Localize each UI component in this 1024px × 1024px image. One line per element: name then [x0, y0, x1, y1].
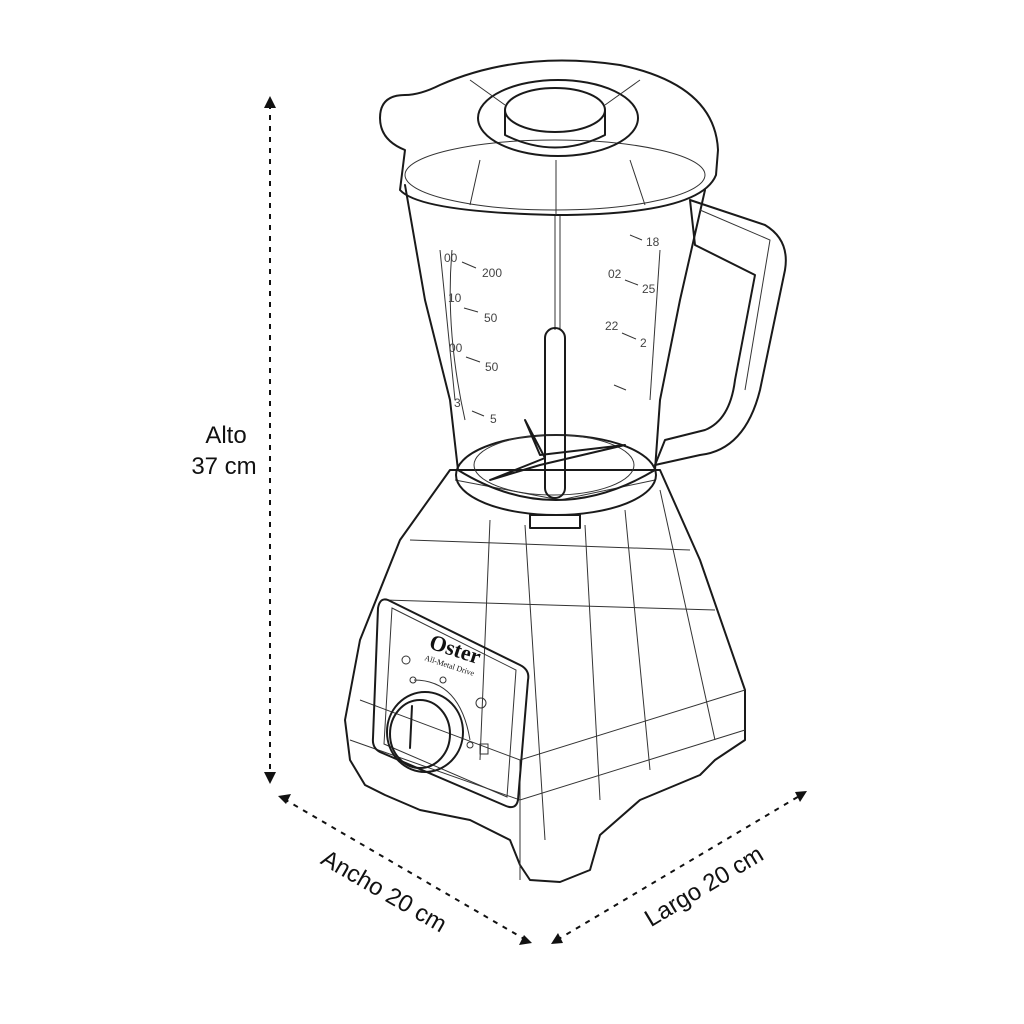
svg-text:5: 5	[490, 412, 497, 426]
jar-handle[interactable]	[654, 199, 787, 466]
speed-icons	[401, 655, 489, 755]
svg-text:3: 3	[454, 396, 461, 410]
svg-text:10: 10	[448, 291, 462, 305]
length-dimension-line	[551, 791, 807, 944]
width-label: Ancho 20 cm	[316, 845, 451, 938]
svg-text:50: 50	[485, 360, 499, 374]
height-value: 37 cm	[191, 453, 256, 480]
svg-text:2: 2	[640, 336, 647, 350]
svg-text:25: 25	[642, 282, 656, 296]
jar-scale-right: 18 02 25 22 2	[605, 234, 660, 391]
svg-text:00: 00	[444, 251, 458, 265]
blender-jar	[404, 184, 706, 529]
speed-knob[interactable]	[386, 679, 471, 773]
length-label: Largo 20 cm	[640, 841, 768, 933]
svg-text:02: 02	[608, 267, 622, 281]
svg-text:18: 18	[646, 235, 660, 249]
height-dimension-line	[264, 96, 276, 784]
svg-text:00: 00	[449, 341, 463, 355]
blender-base	[344, 469, 746, 883]
svg-text:200: 200	[482, 266, 502, 280]
svg-text:50: 50	[484, 311, 498, 325]
width-dimension-line	[278, 794, 532, 945]
control-panel	[371, 598, 530, 809]
svg-text:22: 22	[605, 319, 619, 333]
height-label: Alto	[205, 422, 246, 449]
jar-scale-left: 00 200 10 50 00 50 3 5	[444, 251, 502, 426]
jar-lid	[379, 59, 719, 216]
